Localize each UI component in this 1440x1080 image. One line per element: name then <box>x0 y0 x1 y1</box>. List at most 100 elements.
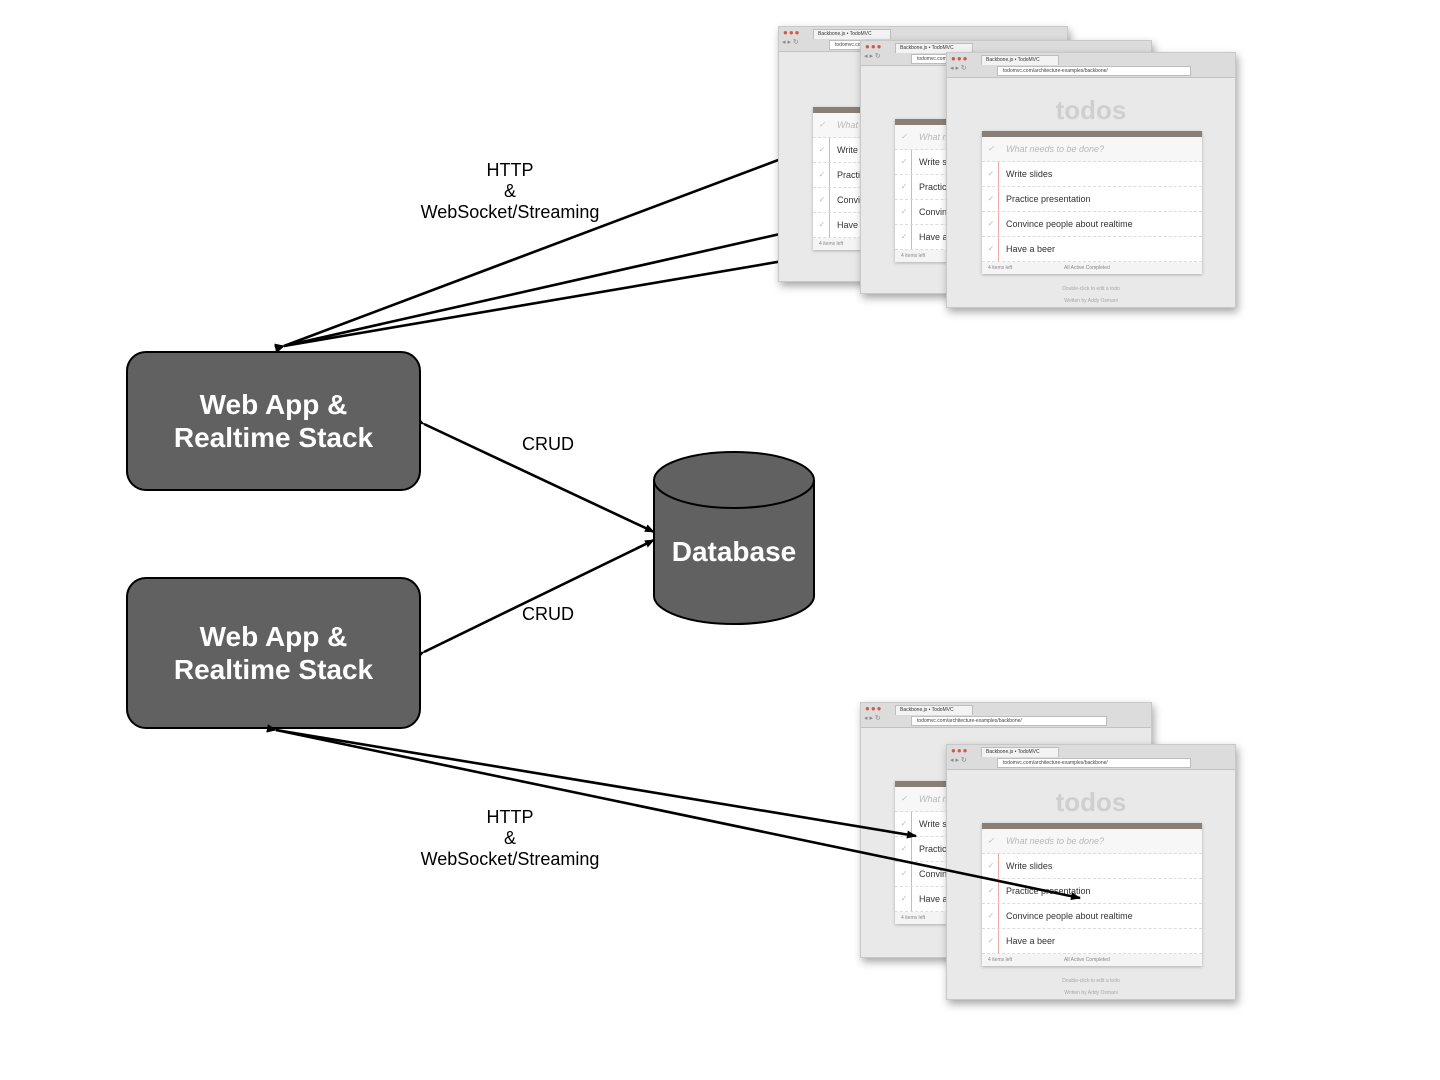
toggle-all-icon: ✓ <box>900 794 908 803</box>
info-line-1: Double-click to edit a todo <box>1062 286 1120 292</box>
web-app-node-1-line1: Web App & <box>199 389 348 420</box>
url-bar: todomvc.com/architecture-examples/backbo… <box>997 758 1191 768</box>
check-icon: ✓ <box>900 207 908 216</box>
browser-chrome: ●●● Backbone.js • TodoMVC ◂ ▸ ↻ todomvc.… <box>861 703 1151 728</box>
todo-item-label: Have a beer <box>919 232 969 242</box>
window-controls-icon: ●●● <box>783 28 801 37</box>
check-icon: ✓ <box>818 145 826 154</box>
browser-tab: Backbone.js • TodoMVC <box>981 55 1059 65</box>
web-app-node-2: Web App & Realtime Stack <box>126 577 421 729</box>
edge-crud-1 <box>414 416 655 534</box>
check-icon: ✓ <box>987 886 995 895</box>
web-app-node-2-line1: Web App & <box>199 621 348 652</box>
browser-window-bottom-front: ●●● Backbone.js • TodoMVC ◂ ▸ ↻ todomvc.… <box>946 744 1236 1000</box>
edge-label-http-top-line2: & <box>503 181 516 201</box>
todo-item-label: Practice presentation <box>1006 886 1091 896</box>
todo-margin-line <box>829 113 830 250</box>
todo-margin-line <box>911 125 912 262</box>
toggle-all-icon: ✓ <box>818 120 826 129</box>
edge-label-http-bottom: HTTP & WebSocket/Streaming <box>400 807 620 870</box>
edge-label-crud-1: CRUD <box>522 434 574 454</box>
todo-card: ✓ What needs to be done? ✓ Write slides ✓ P… <box>982 131 1202 274</box>
check-icon: ✓ <box>818 220 826 229</box>
edge-label-http-bottom-line3: WebSocket/Streaming <box>420 849 600 869</box>
database-label: Database <box>671 536 797 567</box>
items-left: 4 items left <box>901 915 926 921</box>
nav-arrows-icon: ◂ ▸ ↻ <box>864 715 881 722</box>
todo-item: ✓ Practice presentation <box>982 879 1202 904</box>
todo-item-label: Write slides <box>1006 861 1053 871</box>
check-icon: ✓ <box>900 894 908 903</box>
todo-item: ✓ Practice presentation <box>982 187 1202 212</box>
items-left: 4 items left <box>988 265 1013 271</box>
info-line-2: Written by Addy Osmani <box>1064 298 1118 304</box>
edge-label-crud-2: CRUD <box>522 604 574 624</box>
window-controls-icon: ●●● <box>951 54 969 63</box>
todo-item-label: Convince people about realtime <box>1006 911 1133 921</box>
check-icon: ✓ <box>900 232 908 241</box>
window-controls-icon: ●●● <box>865 704 883 713</box>
todo-item: ✓ Convince people about realtime <box>982 904 1202 929</box>
todo-placeholder: What needs to be done? <box>1006 836 1105 846</box>
edge-label-http-top-line1: HTTP <box>486 160 534 180</box>
nav-arrows-icon: ◂ ▸ ↻ <box>782 39 799 46</box>
window-controls-icon: ●●● <box>865 42 883 51</box>
edge-label-http-top-line3: WebSocket/Streaming <box>420 202 600 222</box>
check-icon: ✓ <box>818 170 826 179</box>
check-icon: ✓ <box>987 936 995 945</box>
info-line-2: Written by Addy Osmani <box>1064 990 1118 996</box>
check-icon: ✓ <box>900 844 908 853</box>
browser-chrome: ●●● Backbone.js • TodoMVC ◂ ▸ ↻ todomvc.… <box>947 745 1235 770</box>
browser-tab: Backbone.js • TodoMVC <box>895 43 973 53</box>
browser-tab: Backbone.js • TodoMVC <box>981 747 1059 757</box>
info-line-1: Double-click to edit a todo <box>1062 978 1120 984</box>
todo-footer: 4 items left All Active Completed <box>982 262 1202 274</box>
check-icon: ✓ <box>987 219 995 228</box>
todo-placeholder: What needs to be done? <box>1006 144 1105 154</box>
web-app-node-2-line2: Realtime Stack <box>173 654 374 685</box>
check-icon: ✓ <box>987 194 995 203</box>
todo-item: ✓Have a beer <box>982 237 1202 262</box>
window-controls-icon: ●●● <box>951 746 969 755</box>
items-left: 4 items left <box>819 241 844 247</box>
todo-margin-line <box>998 137 999 274</box>
browser-tab: Backbone.js • TodoMVC <box>813 29 891 39</box>
toggle-all-icon: ✓ <box>900 132 908 141</box>
items-left: 4 items left <box>901 253 926 259</box>
toggle-all-icon: ✓ <box>987 144 995 153</box>
todos-title: todos <box>1055 95 1127 125</box>
browser-window-top-front: ●●● Backbone.js • TodoMVC ◂ ▸ ↻ todomvc.… <box>946 52 1236 308</box>
url-bar: todomvc.com/architecture-examples/backbo… <box>911 716 1107 726</box>
edge-label-http-bottom-line1: HTTP <box>486 807 534 827</box>
database-cylinder <box>653 451 815 625</box>
edge-label-http-bottom-line2: & <box>503 828 516 848</box>
todo-footer: 4 items left All Active Completed <box>982 954 1202 966</box>
edge-crud-2 <box>414 538 655 660</box>
check-icon: ✓ <box>987 244 995 253</box>
todo-filters: All Active Completed <box>1064 265 1110 271</box>
nav-arrows-icon: ◂ ▸ ↻ <box>950 757 967 764</box>
todo-input-row: ✓ What needs to be done? <box>982 829 1202 854</box>
url-bar: todomvc.com/architecture-examples/backbo… <box>997 66 1191 76</box>
todo-item-label: Practice presentation <box>1006 194 1091 204</box>
todo-item-label: Write slides <box>919 157 966 167</box>
todo-item-label: Write slides <box>1006 169 1053 179</box>
items-left: 4 items left <box>988 957 1013 963</box>
todo-item: ✓ Convince people about realtime <box>982 212 1202 237</box>
browser-tab: Backbone.js • TodoMVC <box>895 705 973 715</box>
todo-item: ✓ Write slides <box>982 162 1202 187</box>
check-icon: ✓ <box>987 169 995 178</box>
check-icon: ✓ <box>987 911 995 920</box>
todo-item-label: Convince people about realtime <box>1006 219 1133 229</box>
nav-arrows-icon: ◂ ▸ ↻ <box>950 65 967 72</box>
nav-arrows-icon: ◂ ▸ ↻ <box>864 53 881 60</box>
todo-input-row: ✓ What needs to be done? <box>982 137 1202 162</box>
toggle-all-icon: ✓ <box>987 836 995 845</box>
check-icon: ✓ <box>900 157 908 166</box>
web-app-node-1-line2: Realtime Stack <box>173 422 374 453</box>
edge-label-http-top: HTTP & WebSocket/Streaming <box>400 160 620 223</box>
todo-filters: All Active Completed <box>1064 957 1110 963</box>
todo-card: ✓ What needs to be done? ✓ Write slides ✓ P… <box>982 823 1202 966</box>
check-icon: ✓ <box>900 819 908 828</box>
todo-item: ✓Have a beer <box>982 929 1202 954</box>
